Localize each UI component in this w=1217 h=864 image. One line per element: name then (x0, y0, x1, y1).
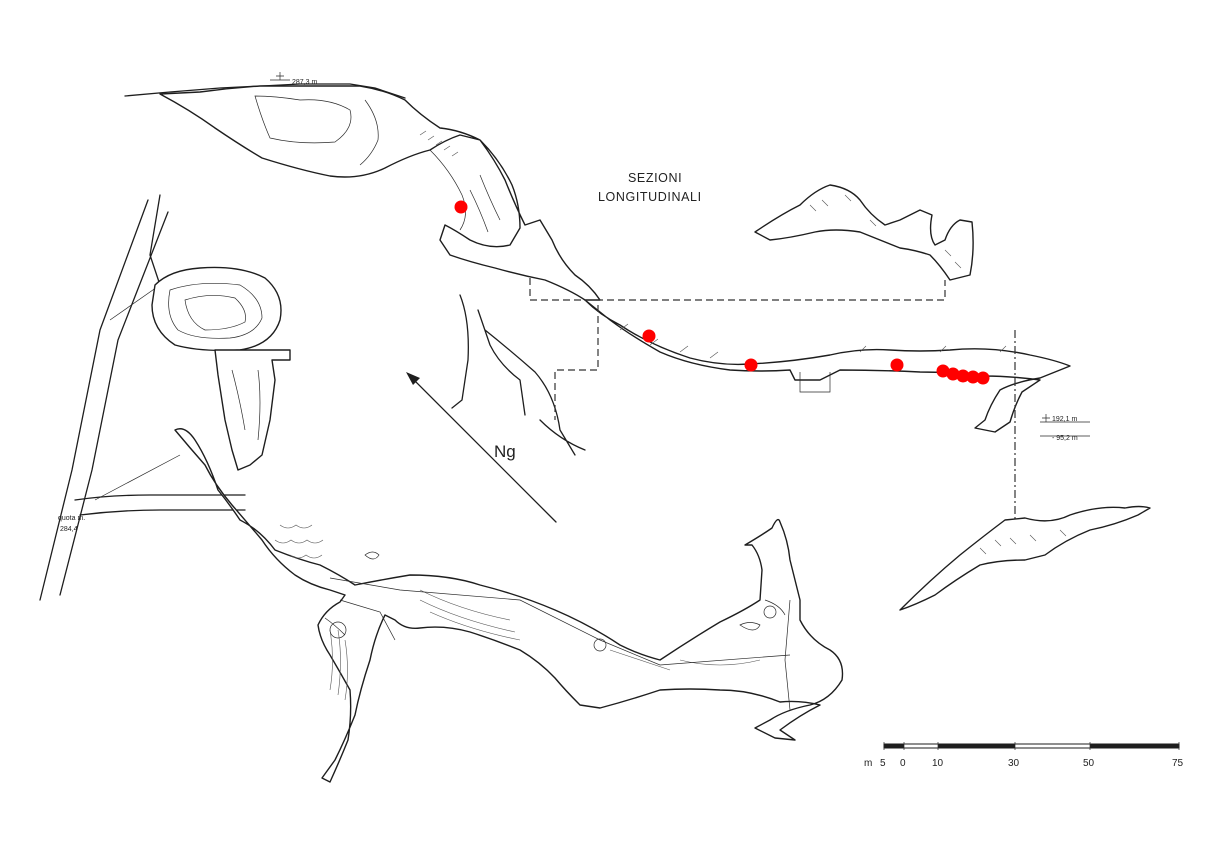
scale-tick-label: 5 (880, 758, 886, 769)
marker-point (890, 358, 904, 372)
marker-point (966, 370, 980, 384)
scale-tick-label: 50 (1083, 758, 1095, 769)
scale-unit-label: m (864, 758, 872, 769)
marker-point (976, 371, 990, 385)
scale-bar (883, 742, 1180, 750)
elevation-mark-right (1040, 414, 1090, 437)
red-markers (454, 200, 990, 385)
longitudinal-section (124, 83, 1151, 611)
north-arrow (406, 372, 557, 523)
elevation-label-right-2: - 95,2 m (1052, 435, 1078, 442)
marker-point (642, 329, 656, 343)
marker-point (956, 369, 970, 383)
marker-point (744, 358, 758, 372)
marker-point (454, 200, 468, 214)
section-title-line1: SEZIONI (628, 171, 682, 185)
section-title-line2: LONGITUDINALI (598, 190, 702, 204)
north-label: Ng (494, 442, 516, 461)
marker-point (936, 364, 950, 378)
elevation-mark-top (270, 72, 290, 81)
scale-tick-label: 10 (932, 758, 944, 769)
scale-tick-label: 0 (900, 758, 906, 769)
marker-point (946, 367, 960, 381)
entrance-label-1: quota m. (58, 515, 85, 522)
scale-tick-label: 75 (1172, 758, 1184, 769)
elevation-label-top: 287,3 m (292, 79, 317, 86)
elevation-label-right-1: 192,1 m (1052, 416, 1077, 423)
scale-tick-label: 30 (1008, 758, 1020, 769)
entrance-label-2: 284,4 (60, 526, 78, 533)
plan-view (39, 194, 844, 783)
